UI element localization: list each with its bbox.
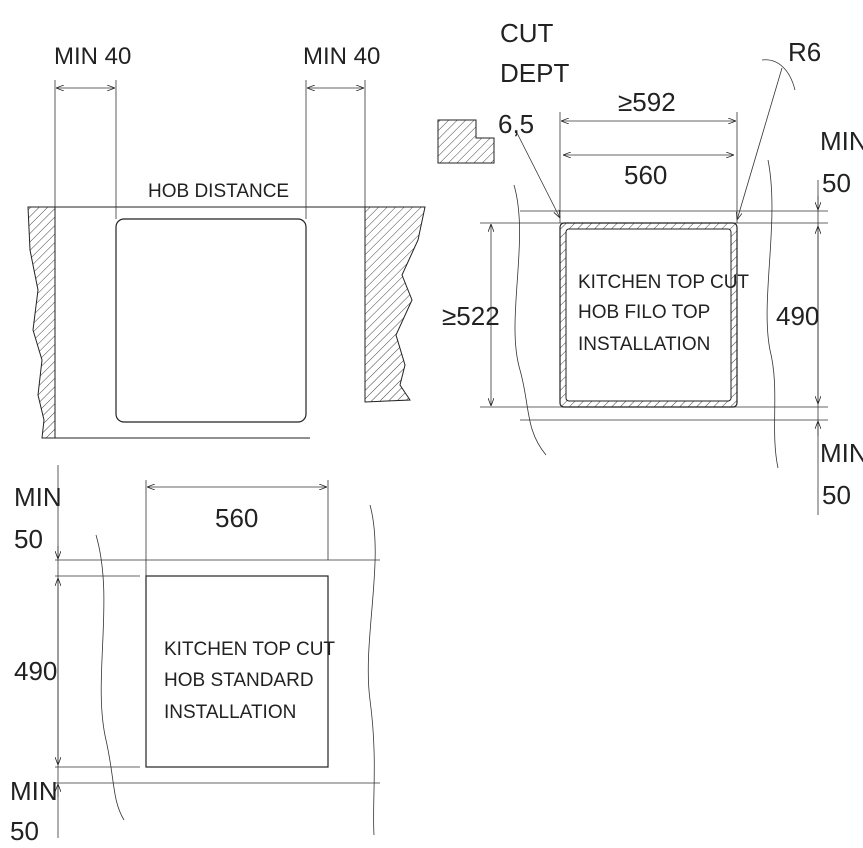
standard-depth-label: 490	[14, 656, 57, 686]
filo-depth-outer-label: ≥522	[442, 301, 500, 331]
standard-label-2: HOB STANDARD	[164, 670, 314, 691]
filo-label-1: KITCHEN TOP CUT	[578, 272, 749, 293]
min40-left-label: MIN 40	[54, 43, 131, 70]
standard-min-top-label-1: MIN	[14, 482, 62, 512]
left-wall-hatch	[27, 206, 56, 439]
section-view: MIN 40 MIN 40 HOB DISTANCE	[27, 43, 426, 439]
filo-min-top-label-2: 50	[822, 168, 851, 198]
standard-width-label: 560	[215, 503, 258, 533]
filo-break-line-right	[766, 159, 779, 469]
hob-opening	[115, 218, 307, 423]
cut-depth-profile	[437, 119, 495, 164]
standard-min-top-label-2: 50	[14, 524, 43, 554]
standard-view: 560 490 MIN 50 MIN 50 KITCHEN TOP CUT HO…	[10, 465, 380, 846]
filo-width-outer-label: ≥592	[618, 87, 676, 117]
min40-right-label: MIN 40	[303, 43, 380, 70]
filo-min-bottom-label-2: 50	[822, 480, 851, 510]
radius-label: R6	[788, 37, 821, 67]
filo-top-view: CUT DEPT 6,5 R6 ≥592 560 ≥522 490 MI	[437, 18, 863, 515]
filo-label-2: HOB FILO TOP	[578, 302, 710, 323]
standard-min-bottom-label-2: 50	[10, 816, 39, 846]
standard-min-bottom-label-1: MIN	[10, 776, 58, 806]
hob-distance-label: HOB DISTANCE	[148, 181, 289, 202]
cut-depth-label-2: DEPT	[500, 58, 569, 88]
filo-break-line-left	[513, 184, 547, 456]
right-wall-hatch	[364, 206, 426, 403]
filo-min-top-label-1: MIN	[820, 126, 863, 156]
filo-label-3: INSTALLATION	[578, 334, 710, 355]
standard-label-3: INSTALLATION	[164, 702, 296, 723]
filo-width-inner-label: 560	[624, 160, 667, 190]
filo-cut-inner	[565, 228, 732, 402]
filo-min-bottom-label-1: MIN	[820, 438, 863, 468]
filo-depth-inner-label: 490	[776, 301, 819, 331]
standard-break-line-right	[367, 504, 376, 836]
cut-depth-label-3: 6,5	[498, 109, 534, 139]
standard-break-line-left	[95, 534, 125, 821]
standard-label-1: KITCHEN TOP CUT	[164, 639, 335, 660]
cut-depth-label-1: CUT	[500, 18, 554, 48]
standard-cut-opening	[145, 575, 329, 768]
